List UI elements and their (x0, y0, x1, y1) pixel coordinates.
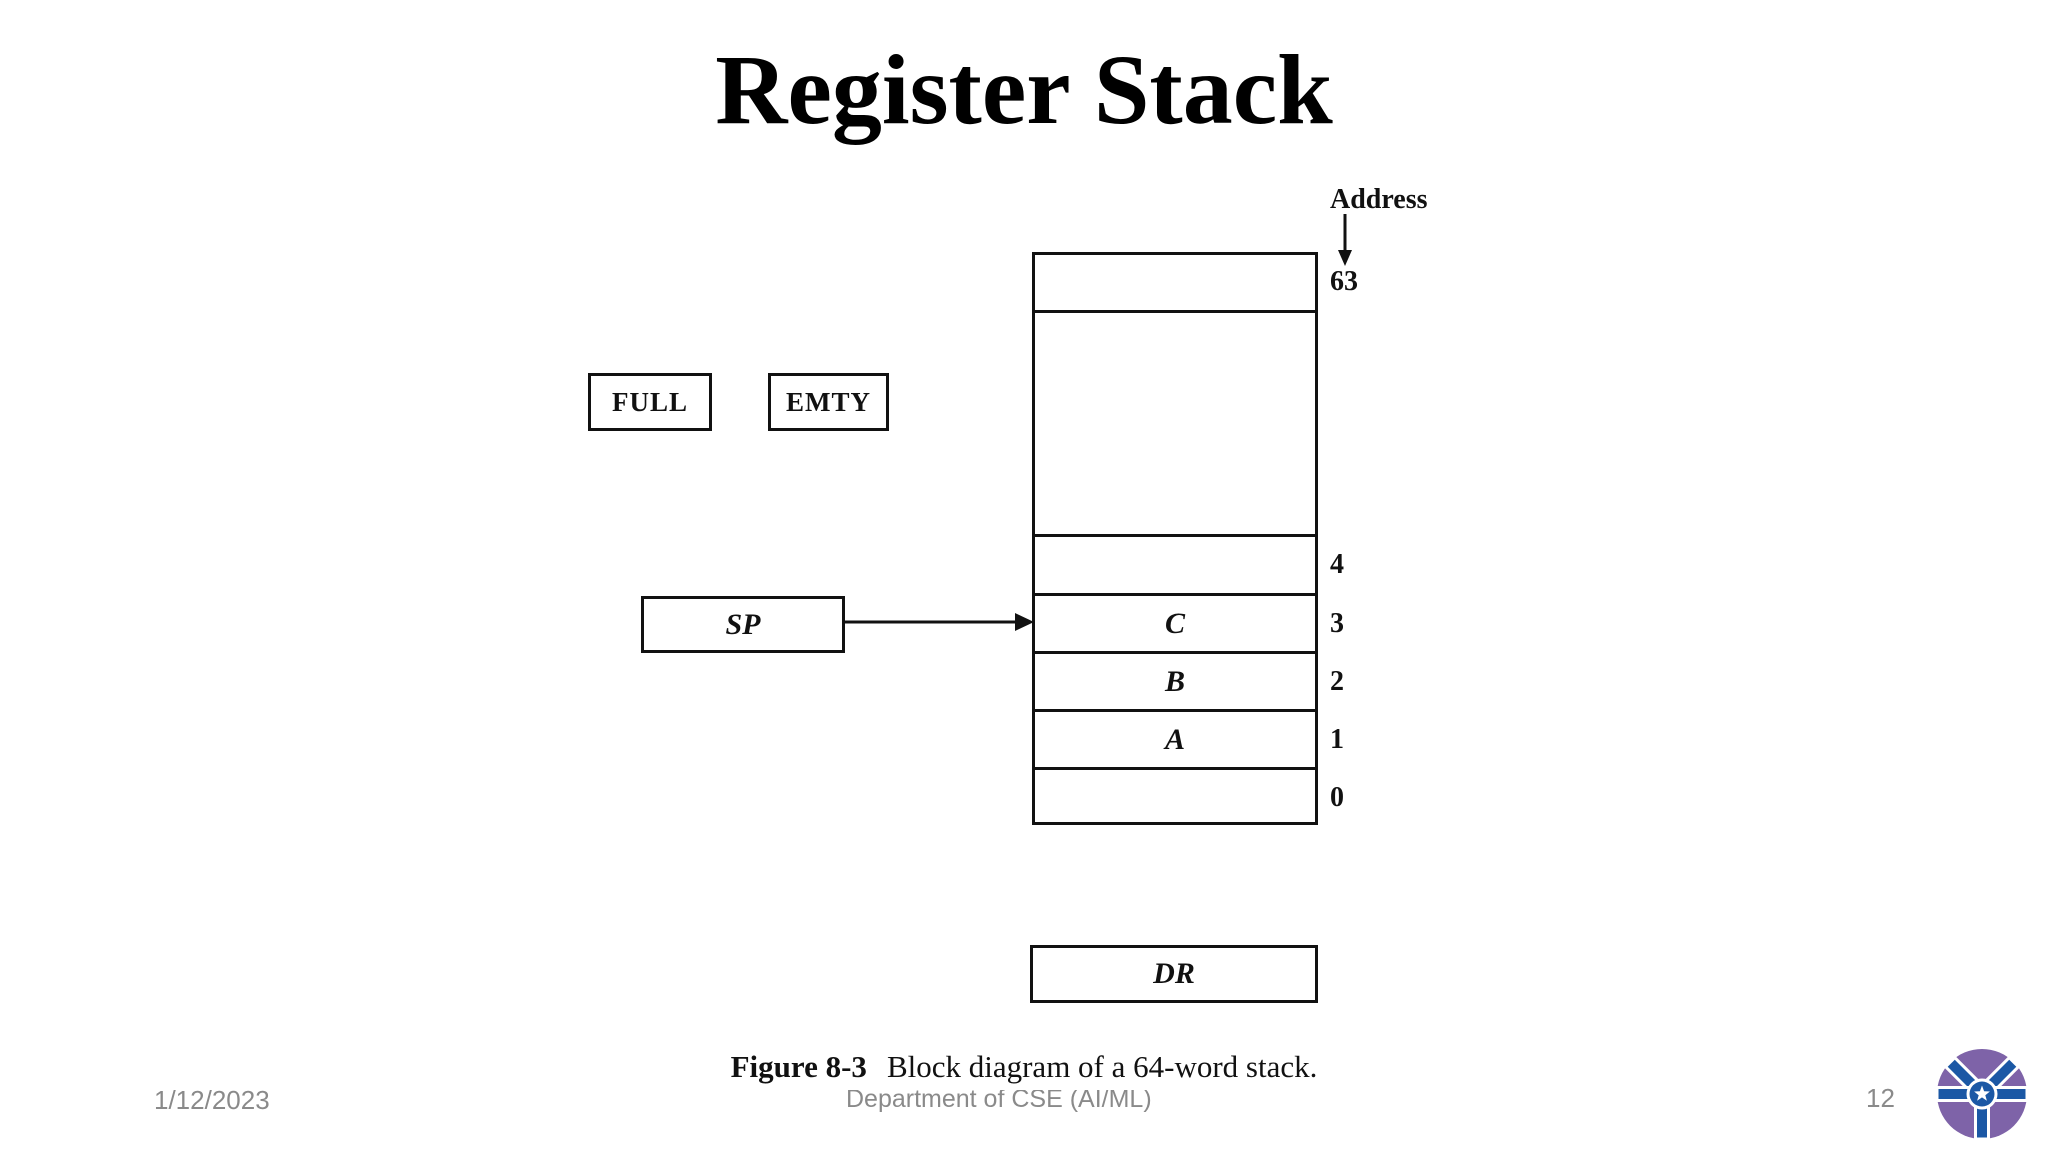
full-flag-box: FULL (588, 373, 712, 431)
stack-divider (1034, 310, 1316, 313)
figure-caption-text: Block diagram of a 64-word stack. (886, 1049, 1318, 1084)
stack-divider (1034, 534, 1316, 537)
sp-pointer-arrow-icon (845, 613, 1034, 631)
institution-logo (1936, 1049, 2028, 1140)
stack-divider (1034, 709, 1316, 712)
stack-address-2: 2 (1330, 666, 1344, 697)
dr-register-label: DR (1153, 957, 1195, 990)
sp-register-label: SP (725, 607, 761, 641)
address-label: Address (1330, 184, 1428, 215)
slide-title: Register Stack (715, 34, 1333, 145)
footer-page-number: 12 (1866, 1083, 1895, 1113)
emty-flag-box: EMTY (768, 373, 889, 431)
stack-address-63: 63 (1330, 266, 1358, 297)
figure-caption-number: Figure 8-3 (730, 1049, 867, 1084)
stack-cell-value-a: A (1164, 723, 1185, 756)
stack-address-3: 3 (1330, 608, 1344, 639)
footer-date: 1/12/2023 (154, 1085, 270, 1115)
footer-department-clip: Department of CSE (AI/ML) (846, 1090, 1176, 1115)
stack-box: C B A (1032, 252, 1318, 825)
stack-address-0: 0 (1330, 782, 1344, 813)
stack-divider (1034, 767, 1316, 770)
full-flag-label: FULL (611, 386, 688, 417)
dr-register-box: DR (1030, 945, 1318, 1003)
stack-address-1: 1 (1330, 724, 1344, 755)
logo-star-icon (1974, 1085, 1990, 1101)
emty-flag-label: EMTY (786, 386, 871, 417)
stack-address-4: 4 (1330, 549, 1344, 580)
stack-divider (1034, 593, 1316, 596)
sp-register-box: SP (641, 596, 845, 653)
stack-cell-value-b: B (1164, 665, 1185, 698)
address-down-arrow-icon (1338, 214, 1352, 266)
stack-cell-value-c: C (1164, 607, 1185, 640)
stack-divider (1034, 651, 1316, 654)
figure-caption: Figure 8-3 Block diagram of a 64-word sta… (0, 1049, 2048, 1085)
footer-department: Department of CSE (AI/ML) (846, 1090, 1152, 1113)
